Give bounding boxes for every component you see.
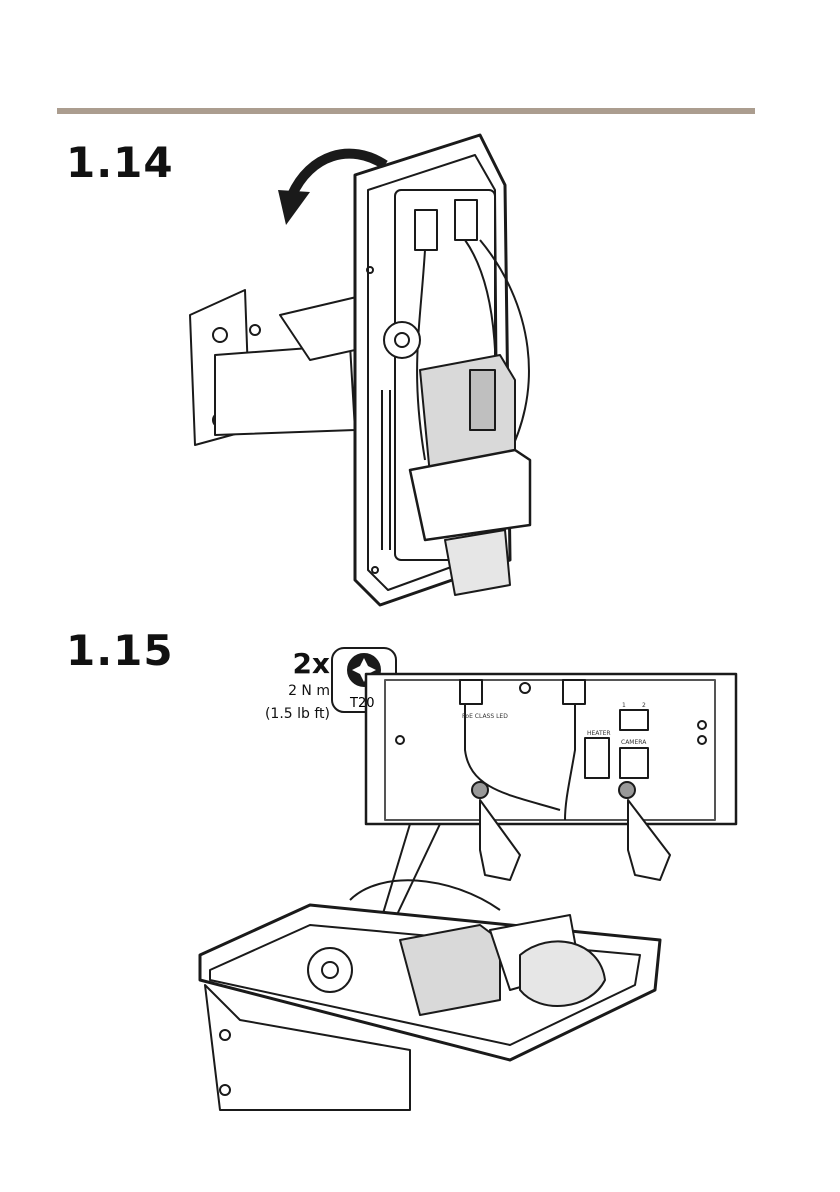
label-switch-2: 2 xyxy=(642,702,646,709)
label-switch-1: 1 xyxy=(622,702,626,709)
label-heater: HEATER xyxy=(587,730,611,737)
header-rule xyxy=(57,108,755,114)
illustration-step-1-14 xyxy=(170,130,590,620)
bit-label: T20 xyxy=(349,696,374,711)
label-poe-led: PoE CLASS LED xyxy=(462,713,508,720)
step-number-1-14: 1.14 xyxy=(66,138,174,187)
torque-nm: 2 N m xyxy=(240,682,330,701)
step-number-1-15: 1.15 xyxy=(66,626,174,675)
torque-lbft: (1.5 lb ft) xyxy=(240,705,330,724)
screw-count: 2x xyxy=(240,650,330,678)
label-camera: CAMERA xyxy=(621,739,647,746)
torque-spec: 2x 2 N m (1.5 lb ft) xyxy=(240,650,330,724)
